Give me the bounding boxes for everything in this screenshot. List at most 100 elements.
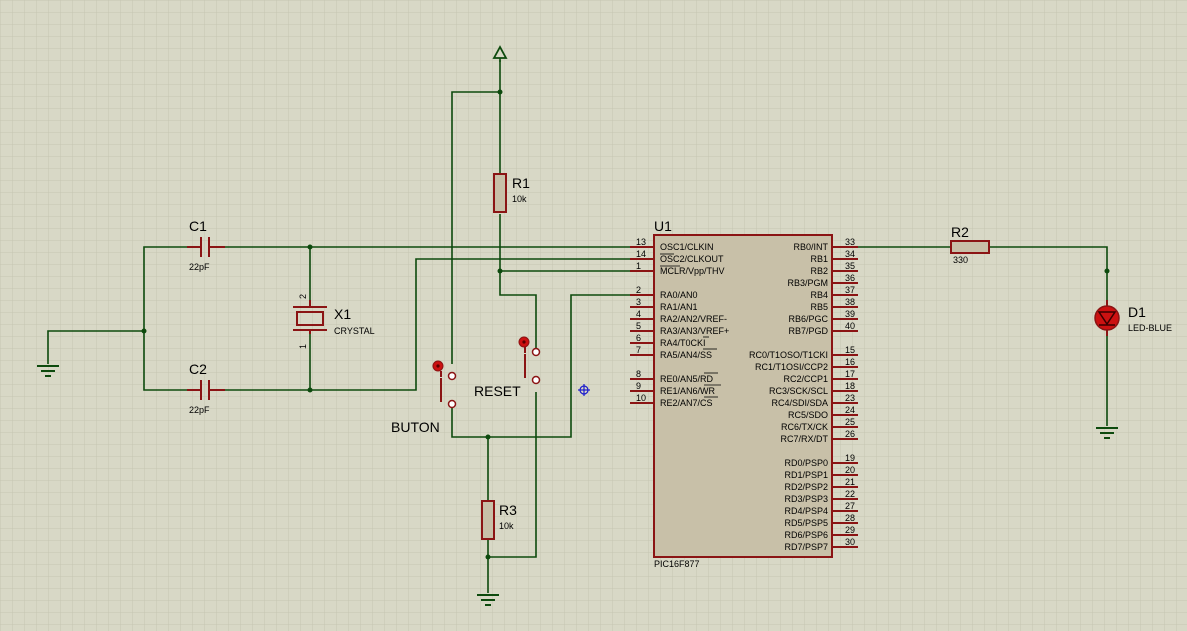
capacitor-c2[interactable]: C2 22pF — [187, 361, 225, 415]
pin-number: 7 — [636, 345, 641, 355]
pin-number: 16 — [845, 357, 855, 367]
pin-number: 25 — [845, 417, 855, 427]
ground-symbol-led[interactable] — [1096, 427, 1118, 439]
pin-name: RB3/PGM — [787, 278, 828, 288]
pushbutton-reset[interactable]: RESET — [474, 336, 541, 399]
junctions — [141, 89, 1110, 560]
resistor-r3[interactable]: R3 10k — [481, 500, 517, 540]
pin-number: 17 — [845, 369, 855, 379]
pin-number: 26 — [845, 429, 855, 439]
pin-number: 38 — [845, 297, 855, 307]
pin-number: 21 — [845, 477, 855, 487]
pushbutton-buton[interactable]: BUTON — [391, 360, 457, 435]
u1-part: PIC16F877 — [654, 559, 700, 569]
pin-name: RD3/PSP3 — [784, 494, 828, 504]
crystal-x1[interactable]: 2 1 X1 CRYSTAL — [293, 294, 375, 349]
resistor-r2[interactable]: R2 330 — [950, 224, 990, 265]
pin-number: 22 — [845, 489, 855, 499]
pin-name: RA0/AN0 — [660, 290, 698, 300]
led-d1[interactable]: D1 LED-BLUE — [1094, 300, 1172, 336]
pin-number: 34 — [845, 249, 855, 259]
pin-number: 10 — [636, 393, 646, 403]
r3-ref: R3 — [499, 502, 517, 518]
pin-number: 39 — [845, 309, 855, 319]
pin-name: RB4 — [810, 290, 828, 300]
pin-number: 24 — [845, 405, 855, 415]
u1-ref: U1 — [654, 218, 672, 234]
pin-name: RC5/SDO — [788, 410, 828, 420]
r2-value: 330 — [953, 255, 968, 265]
pin-number: 33 — [845, 237, 855, 247]
pin-number: 13 — [636, 237, 646, 247]
ground-symbol-r3[interactable] — [477, 594, 499, 606]
pin-number: 20 — [845, 465, 855, 475]
capacitor-c1[interactable]: C1 22pF — [187, 218, 225, 272]
pin-name: RD5/PSP5 — [784, 518, 828, 528]
pin-name: RD2/PSP2 — [784, 482, 828, 492]
pin-name: MCLR/Vpp/THV — [660, 266, 725, 276]
pin-number: 37 — [845, 285, 855, 295]
resistor-r1[interactable]: R1 10k — [493, 173, 530, 213]
x1-value: CRYSTAL — [334, 326, 375, 336]
origin-marker-icon — [578, 384, 590, 396]
c1-ref: C1 — [189, 218, 207, 234]
c1-value: 22pF — [189, 262, 210, 272]
power-terminal-vcc[interactable] — [492, 45, 508, 62]
pin-name: RE0/AN5/RD — [660, 374, 714, 384]
pin-name: RA1/AN1 — [660, 302, 698, 312]
pin-name: RB1 — [810, 254, 828, 264]
r1-value: 10k — [512, 194, 527, 204]
pin-name: RC6/TX/CK — [781, 422, 828, 432]
pin-number: 27 — [845, 501, 855, 511]
pin-name: RB7/PGD — [788, 326, 828, 336]
c2-value: 22pF — [189, 405, 210, 415]
ground-symbol-left[interactable] — [37, 365, 59, 377]
r3-value: 10k — [499, 521, 514, 531]
pin-name: OSC2/CLKOUT — [660, 254, 724, 264]
pin-number: 19 — [845, 453, 855, 463]
pin-name: RA5/AN4/SS — [660, 350, 712, 360]
pin-name: RD7/PSP7 — [784, 542, 828, 552]
pin-number: 29 — [845, 525, 855, 535]
pin-number: 18 — [845, 381, 855, 391]
